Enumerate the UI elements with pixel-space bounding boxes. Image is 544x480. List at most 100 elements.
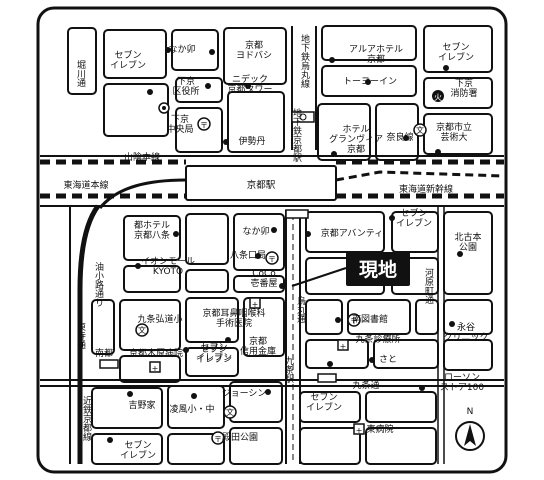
map-label-higashidera-dori: 東寺通 [75,321,86,350]
map-label-ryokai-school: 凌風小・中 [169,403,214,415]
current-location-pointer [291,267,347,287]
hospital-icon-3: + [337,339,349,351]
current-location-box[interactable] [346,252,410,286]
block [175,107,223,153]
block [167,433,225,465]
map-label-alpha-hotel: アルアホテル京都 [349,44,403,65]
map-label-kujo-clinic: 九条診療所 [355,333,400,345]
subway-sign-icon-4 [317,373,337,383]
block [365,391,437,423]
block [229,381,283,423]
map-label-subway-kyoto-st: 地下鉄京都駅 [291,107,302,163]
poi-markers [107,47,463,443]
map-label-horikawa-dori: 堀川通 [75,60,86,88]
map-label-kyoto-hotel-hachijo: 都ホテル京都八条 [134,220,170,241]
map-label-nakau-2: なか卯 [242,226,269,237]
map-label-seven-2: セブンイレブン [438,41,474,63]
map-label-seven-3: セブンイレブン [396,207,432,229]
school-icon-kujo: 文 [135,323,149,337]
svg-text:〒: 〒 [350,317,358,326]
map-label-tohoku-inn: トーヨーイン [343,77,397,87]
karasuma-subway-road [285,26,317,464]
svg-text:+: + [356,426,363,435]
city-blocks [67,25,493,465]
map-label-art-univ: 京都市立芸術大 [436,121,472,143]
map-label-kyoto-yodobashi: 京都ヨドバシ [236,39,272,61]
map-label-shimogyo-post: 下京中央局 [166,113,193,135]
map-label-kujo-school: 九条弘道小 [137,313,182,325]
map-label-hachijo-post: 八条口局 [230,249,266,261]
subway-sign-icon-2 [285,209,309,219]
block [423,25,493,73]
kintetsu-line [77,204,101,464]
block [123,265,181,293]
map-label-lawson-100: ローソンストア100 [440,373,484,393]
north-label: N [467,407,474,417]
block [243,297,285,357]
block [375,103,419,161]
map-label-aburakoji: 油小路通り [93,261,104,307]
block [185,213,229,265]
block [229,427,283,465]
north-arrow-icon: N [455,407,485,451]
map-label-minami-library: 南図書館 [352,313,388,325]
map-label-kujo-st: 九条駅 [283,356,294,384]
block [67,27,97,95]
map-label-yoshinoya: 吉野家 [128,399,155,411]
block [299,427,361,465]
block [119,299,181,351]
map-label-tofukuji-hospital: 東病院 [366,423,393,435]
post-office-icon: 〒 [197,117,211,131]
svg-text:+: + [152,364,159,373]
map-label-nakau-1: なか卯 [168,44,195,55]
svg-text:+: + [252,300,259,309]
block [103,83,169,137]
map-label-hotel-granvia: ホテルグランヴィア京都 [329,124,383,155]
block [91,387,163,429]
map-label-isetan: 伊勢丹 [238,135,265,147]
fire-station-icon: 火 [432,90,444,102]
block [305,339,369,369]
map-label-tonoda-park: 殿田公園 [222,432,258,443]
block [185,297,239,343]
block [443,339,493,371]
block [103,29,167,79]
map-labels: セブンイレブンなか卯京都ヨドバシ下京区役所ニデック京都タワー下京中央局伊勢丹地下… [63,33,488,461]
hospital-icon: + [249,297,261,309]
map-label-sanin-line: 山陰本線 [124,151,160,163]
block [185,347,239,377]
svg-text:火: 火 [434,93,442,102]
map-label-shimogyo-fire: 下京消防署 [450,77,477,99]
map-label-tokaido-line: 東海道本線 [63,179,108,191]
map-label-kintetsu: 近鉄京都線 [81,395,92,441]
ward-office-icon [158,102,170,114]
map-label-jibi-clinic: 京都耳鼻咽喉科手術医院 [202,307,265,329]
map-label-shimogyo-ward: 下京区役所 [172,75,199,97]
hospital-icon-4: + [353,423,365,435]
kyoto-station-building [185,165,337,201]
map-label-eiga-clinic: 永谷クリニック [443,321,488,343]
map-label-shinkansen: 東海道新幹線 [399,183,453,195]
block [91,299,115,355]
block [305,299,343,335]
svg-text:文: 文 [416,125,424,135]
svg-text:〒: 〒 [200,121,208,130]
block [175,77,223,103]
subway-sign-icon-3 [99,359,119,369]
map-label-hokushi-park: 北古本公園 [454,231,481,253]
svg-text:文: 文 [226,407,234,417]
map-label-shinkan-bank: 京都信用金庫 [240,335,276,357]
block [185,269,229,293]
map-label-kawaramachi: 河原町通 [423,267,434,305]
svg-text:〒: 〒 [214,435,222,444]
map-label-joshin: ジョーシン [222,389,267,399]
svg-text:〒: 〒 [268,255,276,264]
map-label-seven-4: セブンイレブン [196,341,232,363]
block [223,27,287,85]
post-office-icon-2: 〒 [265,251,279,265]
map-label-sato: さと [379,354,397,365]
block [365,427,437,465]
